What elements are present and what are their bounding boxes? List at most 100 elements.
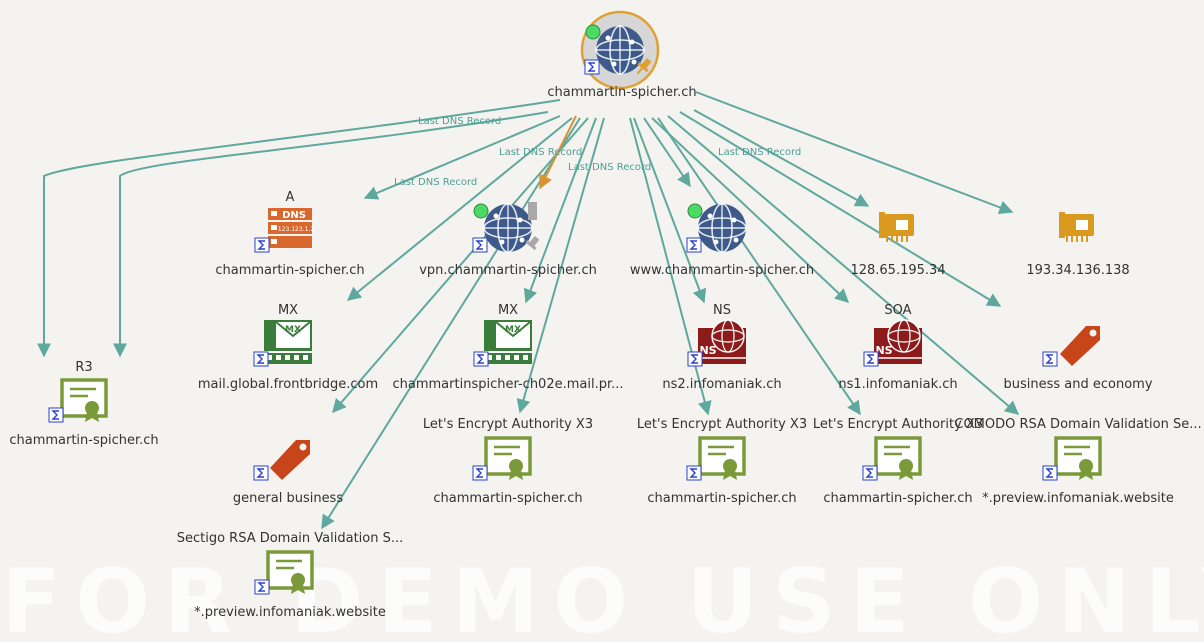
entity-badge-icon <box>687 351 703 367</box>
node-cert-r3[interactable]: R3 chammartin-spicher.ch <box>9 360 158 448</box>
node-label: chammartin-spicher.ch <box>647 491 796 506</box>
node-label: general business <box>233 491 343 506</box>
node-cert-sectigo[interactable]: Sectigo RSA Domain Validation S... *.pre… <box>177 531 404 620</box>
entity-badge-icon <box>253 465 269 481</box>
entity-badge-icon <box>254 237 270 253</box>
status-online-icon <box>473 203 489 219</box>
mail-server-icon <box>483 319 533 365</box>
node-type-label: Let's Encrypt Authority X3 <box>423 417 593 432</box>
node-type-label: A <box>286 190 295 205</box>
node-ns-1[interactable]: SOA ns1.infomaniak.ch <box>838 303 957 392</box>
node-category-business-economy[interactable]: business and economy <box>1003 326 1153 392</box>
demo-watermark: FOR DEMO USE ONLY <box>1 550 1204 642</box>
edge-root-gen <box>332 117 589 414</box>
node-type-label: Let's Encrypt Authority X3 <box>813 417 983 432</box>
node-cert-letsencrypt-2[interactable]: Let's Encrypt Authority X3 chammartin-sp… <box>637 417 807 506</box>
edge-root-vpn <box>539 115 577 190</box>
entity-badge-icon <box>473 351 489 367</box>
node-mx-1[interactable]: MX mail.global.frontbridge.com <box>198 303 378 392</box>
certificate-icon <box>1054 436 1102 482</box>
edge-root-r3a <box>37 99 561 358</box>
node-cert-comodo[interactable]: COMODO RSA Domain Validation Se... *.pre… <box>954 417 1201 506</box>
entity-badge-icon <box>472 465 488 481</box>
node-category-general-business[interactable]: general business <box>233 440 343 506</box>
edge-root-ip1 <box>693 109 870 207</box>
node-www-domain[interactable]: www.chammartin-spicher.ch <box>630 203 814 278</box>
network-card-icon <box>1059 212 1094 242</box>
edge-root-cert4 <box>667 115 1020 415</box>
node-ip-1[interactable]: 128.65.195.34 <box>850 212 946 278</box>
ns-server-icon <box>697 319 747 365</box>
node-label: chammartin-spicher.ch <box>547 85 696 100</box>
network-card-icon <box>879 212 914 242</box>
dns-server-icon <box>268 208 315 248</box>
edge-label-vpn: Last DNS Record <box>394 177 477 188</box>
globe-icon <box>483 203 533 253</box>
edge-root-ip2 <box>695 91 1014 215</box>
entity-badge-icon <box>686 465 702 481</box>
node-label: 193.34.136.138 <box>1026 263 1129 278</box>
node-label: mail.global.frontbridge.com <box>198 377 378 392</box>
entity-badge-icon <box>863 351 879 367</box>
node-cert-letsencrypt-1[interactable]: Let's Encrypt Authority X3 chammartin-sp… <box>423 417 593 506</box>
node-label: ns2.infomaniak.ch <box>662 377 781 392</box>
node-type-label: MX <box>498 303 518 318</box>
pin-icon <box>525 235 540 251</box>
entity-badge-icon <box>48 407 64 423</box>
edge-root-mx2 <box>523 117 597 304</box>
entity-badge-icon <box>862 465 878 481</box>
node-root-domain[interactable]: chammartin-spicher.ch <box>547 10 697 100</box>
edge-root-dnsa <box>363 115 561 200</box>
edge-root-mx1 <box>346 117 573 301</box>
node-dns-a[interactable]: A chammartin-spicher.ch <box>215 190 364 278</box>
node-label: www.chammartin-spicher.ch <box>630 263 814 278</box>
node-ns-2[interactable]: NS ns2.infomaniak.ch <box>662 303 781 392</box>
entity-badge-icon <box>686 237 702 253</box>
node-label: 128.65.195.34 <box>850 263 945 278</box>
entity-badge-icon <box>254 579 270 595</box>
tag-icon <box>1060 326 1100 366</box>
entity-badge-icon <box>472 237 488 253</box>
node-label: chammartin-spicher.ch <box>823 491 972 506</box>
globe-icon <box>595 25 645 75</box>
node-type-label: COMODO RSA Domain Validation Se... <box>954 417 1201 432</box>
node-mx-2[interactable]: MX chammartinspicher-ch02e.mail.pr... <box>392 303 623 392</box>
edge-root-cert5 <box>321 117 581 530</box>
edge-root-r3b <box>113 111 549 358</box>
link-indicator-icon <box>528 202 537 220</box>
node-type-label: Let's Encrypt Authority X3 <box>637 417 807 432</box>
entity-badge-icon <box>1042 465 1058 481</box>
edge-root-biz <box>679 111 1002 307</box>
node-label: ns1.infomaniak.ch <box>838 377 957 392</box>
status-online-icon <box>585 24 601 40</box>
edges <box>37 91 1020 530</box>
node-label: chammartinspicher-ch02e.mail.pr... <box>392 377 623 392</box>
edge-label-www: Last DNS Record <box>568 162 651 173</box>
globe-icon <box>697 203 747 253</box>
node-label: vpn.chammartin-spicher.ch <box>419 263 597 278</box>
tag-icon <box>270 440 310 480</box>
edge-root-cert3 <box>657 117 861 416</box>
certificate-icon <box>60 378 108 424</box>
edge-label-ip1: Last DNS Record <box>718 147 801 158</box>
node-type-label: Sectigo RSA Domain Validation S... <box>177 531 404 546</box>
certificate-icon <box>698 436 746 482</box>
node-label: chammartin-spicher.ch <box>9 433 158 448</box>
node-type-label: SOA <box>884 303 911 318</box>
certificate-icon <box>484 436 532 482</box>
node-label: chammartin-spicher.ch <box>433 491 582 506</box>
edge-root-www <box>643 117 691 188</box>
node-type-label: NS <box>713 303 731 318</box>
node-type-label: R3 <box>75 360 92 375</box>
entity-badge-icon <box>584 59 600 75</box>
pin-icon <box>636 57 652 75</box>
node-cert-letsencrypt-3[interactable]: Let's Encrypt Authority X3 chammartin-sp… <box>813 417 983 506</box>
node-label: business and economy <box>1003 377 1152 392</box>
edge-label-vpn-b: Last DNS Record <box>499 147 582 158</box>
node-ip-2[interactable]: 193.34.136.138 <box>1026 212 1130 278</box>
node-type-label: MX <box>278 303 298 318</box>
node-vpn-domain[interactable]: vpn.chammartin-spicher.ch <box>419 202 597 278</box>
certificate-icon <box>874 436 922 482</box>
status-online-icon <box>687 203 703 219</box>
